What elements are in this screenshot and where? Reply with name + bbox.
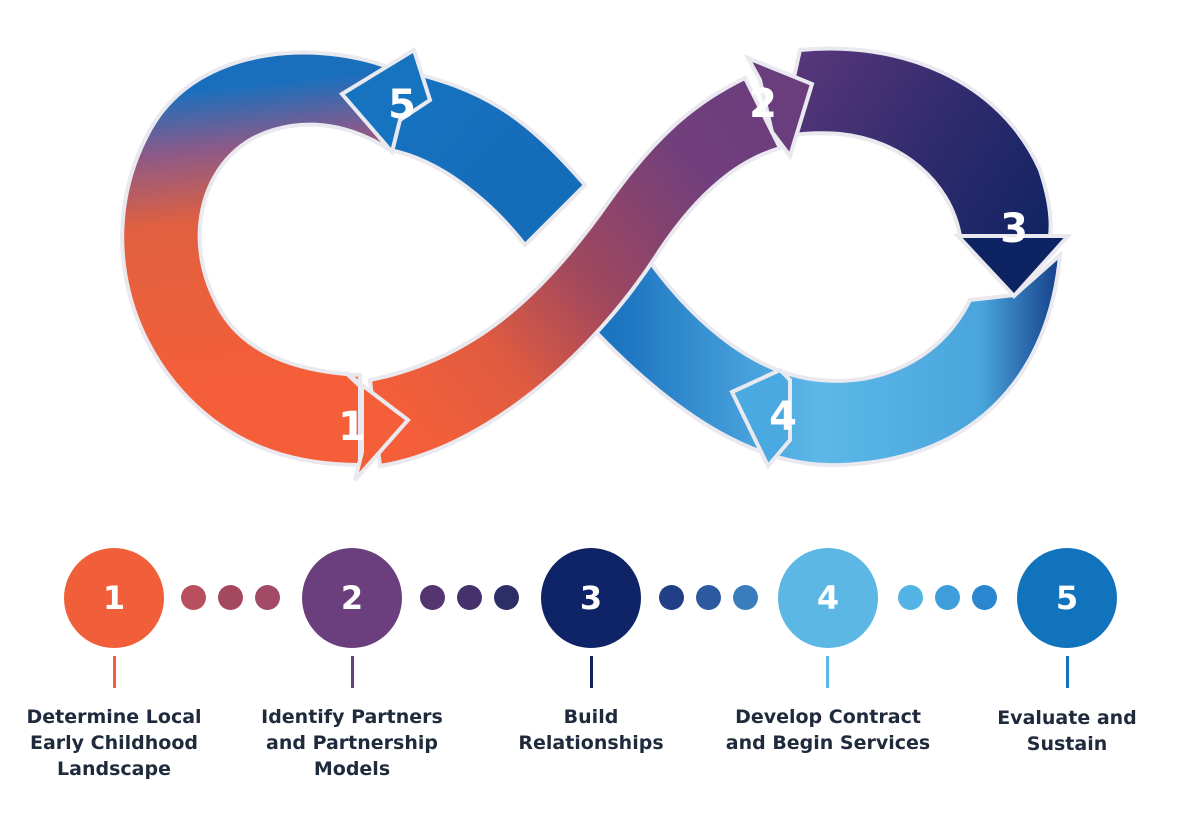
loop-number-5: 5 — [388, 82, 416, 128]
connector-dot-1b — [218, 585, 243, 610]
step-tick-2 — [351, 656, 354, 688]
arrow-head-1 — [343, 370, 411, 482]
step-number-2: 2 — [340, 579, 364, 617]
connector-dot-2c — [494, 585, 519, 610]
loop-number-4: 4 — [769, 394, 797, 440]
connector-dot-3b — [696, 585, 721, 610]
step-number-5: 5 — [1055, 579, 1079, 617]
arrow-head-2 — [743, 54, 815, 161]
step-tick-4 — [826, 656, 829, 688]
step-circle-5: 5 — [1017, 548, 1117, 648]
arrow-head-4 — [729, 367, 792, 470]
connector-dot-3c — [733, 585, 758, 610]
connector-dot-4c — [972, 585, 997, 610]
step-label-4: Develop Contract and Begin Services — [725, 706, 931, 754]
loop-number-2: 2 — [749, 81, 777, 127]
step-label-3: Build Relationships — [518, 706, 664, 754]
connector-dot-3a — [659, 585, 684, 610]
step-number-4: 4 — [816, 579, 840, 617]
connector-dot-1a — [181, 585, 206, 610]
connector-dot-1c — [255, 585, 280, 610]
step-tick-5 — [1066, 656, 1069, 688]
step-tick-1 — [113, 656, 116, 688]
step-circle-1: 1 — [64, 548, 164, 648]
step-circle-3: 3 — [541, 548, 641, 648]
step-number-1: 1 — [102, 579, 126, 617]
connector-dot-2a — [420, 585, 445, 610]
step-label-1: Determine Local Early Childhood Landscap… — [26, 706, 202, 780]
step-tick-3 — [590, 656, 593, 688]
connector-dot-4a — [898, 585, 923, 610]
connector-dot-4b — [935, 585, 960, 610]
infinity-loop-diagram: 5 2 3 4 1 — [120, 46, 1073, 482]
loop-segment-2 — [367, 75, 783, 469]
step-circle-2: 2 — [302, 548, 402, 648]
loop-segment-4 — [591, 250, 1063, 468]
loop-number-3: 3 — [1000, 206, 1028, 252]
loop-segment-1 — [120, 50, 403, 468]
step-number-3: 3 — [579, 579, 603, 617]
loop-number-1: 1 — [338, 404, 366, 450]
connector-dot-2b — [457, 585, 482, 610]
arrow-head-5 — [338, 46, 433, 157]
arrow-head-3 — [953, 234, 1073, 299]
step-label-5: Evaluate and Sustain — [997, 707, 1137, 755]
loop-segment-3 — [777, 46, 1053, 238]
step-circle-4: 4 — [778, 548, 878, 648]
step-label-2: Identify Partners and Partnership Models — [261, 706, 443, 780]
